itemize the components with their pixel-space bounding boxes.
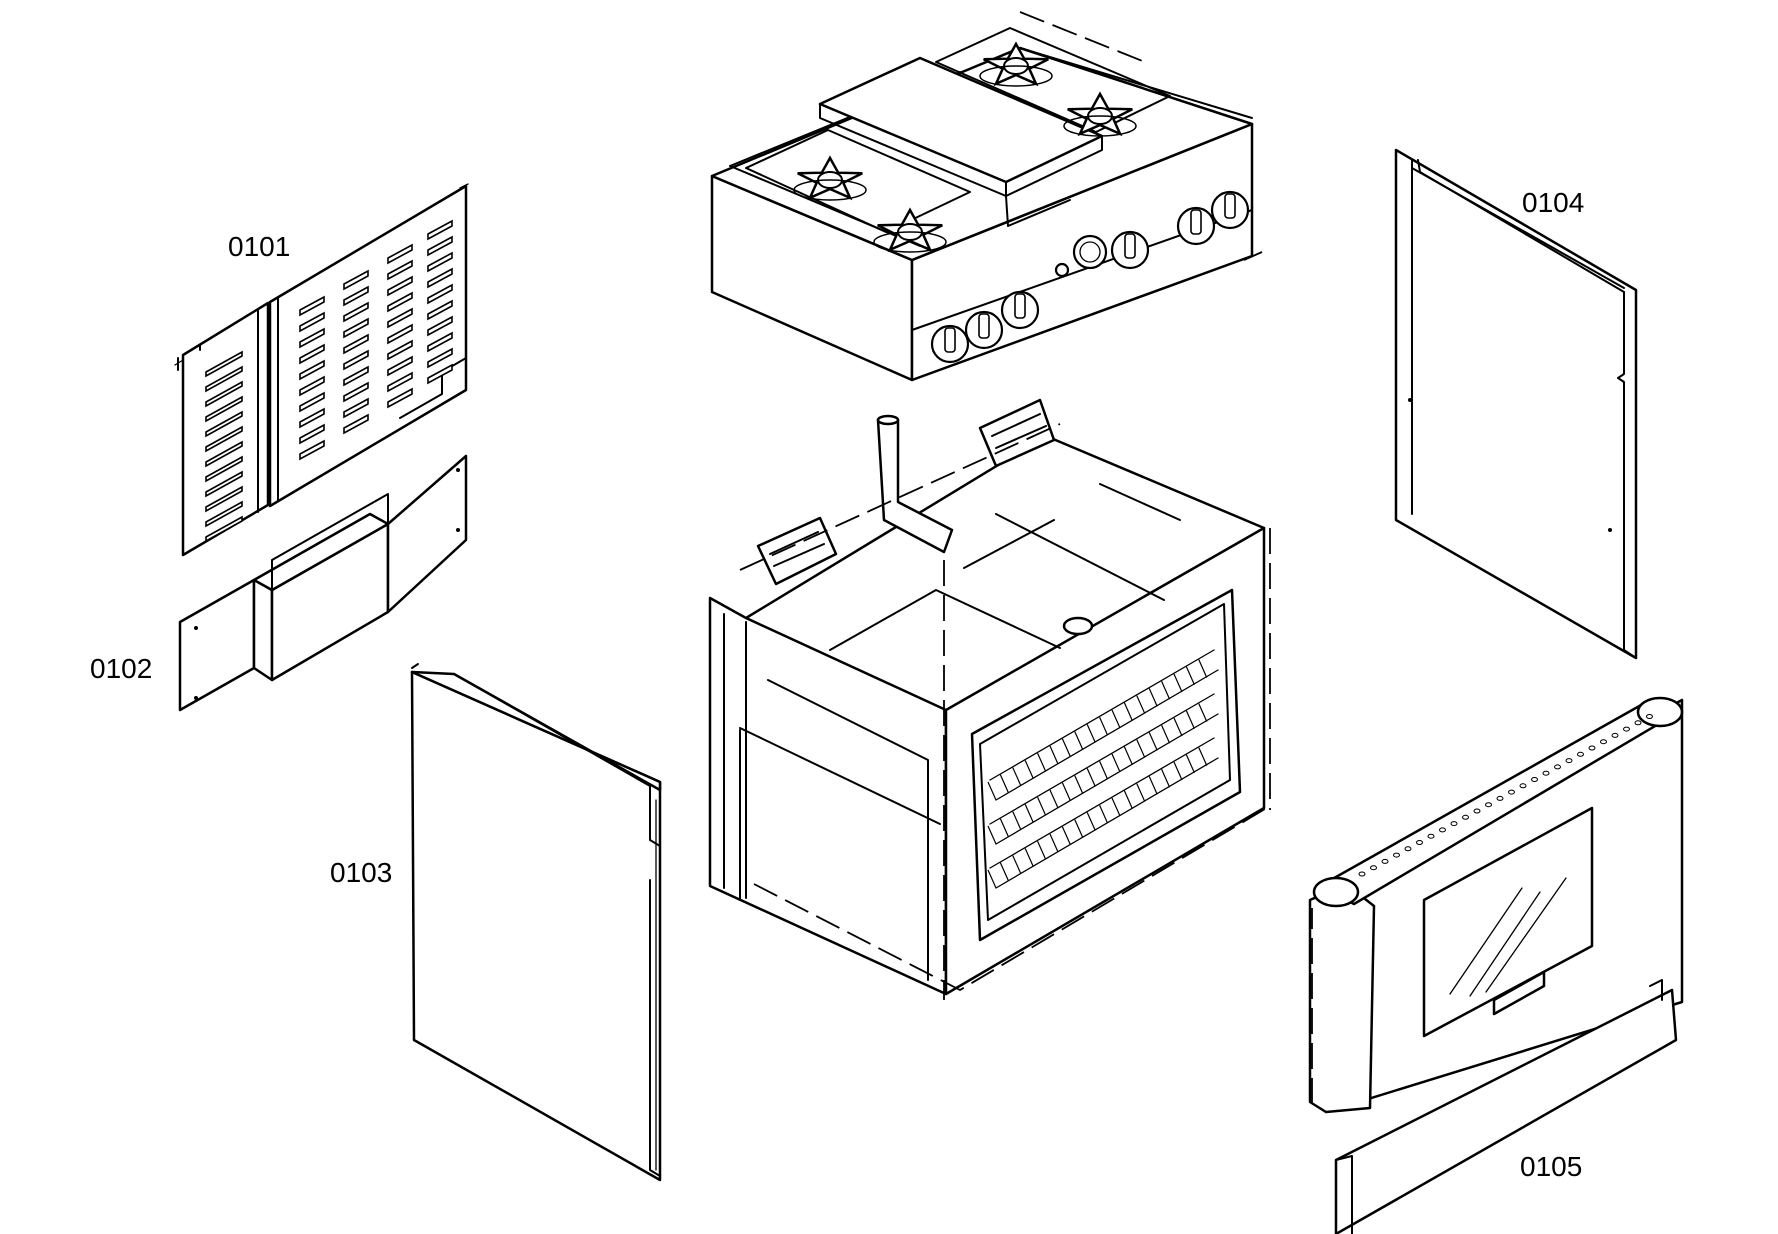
louvre-slot [205,410,243,438]
burner-icon [979,41,1053,87]
louvre-slot [299,295,325,317]
control-knob-icon [1000,290,1040,330]
louvre-slot [343,269,369,291]
louvre-slot [205,485,243,513]
louvre-slot [205,365,243,393]
oven-rack [989,737,1215,869]
louvre-slot [299,343,325,365]
louvre-slot [343,349,369,371]
louvre-slot [343,381,369,403]
louvre-slot [387,371,413,393]
louvre-slot [299,391,325,413]
burner-icon [793,155,867,201]
part-0104-right-side-panel [1394,148,1638,660]
control-knob-icon [930,324,970,364]
louvre-slot [299,407,325,429]
louvre-slot [343,317,369,339]
louvre-slot [427,283,453,305]
louvre-slot [299,359,325,381]
label-0101: 0101 [228,231,290,262]
louvre-slot [299,311,325,333]
cooktop-assembly [710,11,1263,382]
burner-icon [1063,91,1137,137]
louvre-slot [299,423,325,445]
louvre-slot [343,285,369,307]
louvre-slot [299,327,325,349]
part-0103-left-side-panel [410,663,662,1182]
louvre-slot [427,331,453,353]
louvre-slot [205,500,243,528]
louvre-slot [343,301,369,323]
part-0101-rear-panel [174,183,469,557]
louvre-slot [343,397,369,419]
control-knob-icon [1210,190,1250,230]
louvre-slot [299,375,325,397]
label-0104: 0104 [1522,187,1584,218]
louvre-slot [387,387,413,409]
louvre-slot [427,299,453,321]
louvre-slot [343,365,369,387]
louvre-slot [343,333,369,355]
louvre-slot [427,267,453,289]
louvre-slot [387,355,413,377]
louvre-slot [205,350,243,378]
louvre-slot [205,380,243,408]
louvre-slot [343,413,369,435]
louvre-slot [299,439,325,461]
label-0102: 0102 [90,653,152,684]
burner-icon [873,207,947,253]
louvre-slot [387,275,413,297]
louvre-slot [427,235,453,257]
label-0105: 0105 [1520,1151,1582,1182]
part-0105-oven-door [1308,696,1684,1234]
louvre-slot [205,455,243,483]
oven-body-assembly [708,398,1271,1000]
louvre-slot [205,515,243,543]
control-knob-icon [1110,230,1150,270]
louvre-slot [427,251,453,273]
louvre-slot [387,339,413,361]
louvre-slot [427,315,453,337]
louvre-slot [205,470,243,498]
louvre-slot [387,259,413,281]
louvre-slot [387,323,413,345]
louvre-slot [427,347,453,369]
louvre-slot [205,395,243,423]
oven-rack [989,649,1215,781]
control-knob-icon [1176,206,1216,246]
louvre-slot [427,363,453,385]
louvre-slot [427,219,453,241]
part-0102-heat-shield [178,454,468,712]
louvre-slot [387,307,413,329]
louvre-slot [387,291,413,313]
louvre-slot [205,425,243,453]
louvre-slot [205,440,243,468]
label-0103: 0103 [330,857,392,888]
control-knob-icon [964,310,1004,350]
louvre-slot [387,243,413,265]
oven-rack [989,693,1215,825]
